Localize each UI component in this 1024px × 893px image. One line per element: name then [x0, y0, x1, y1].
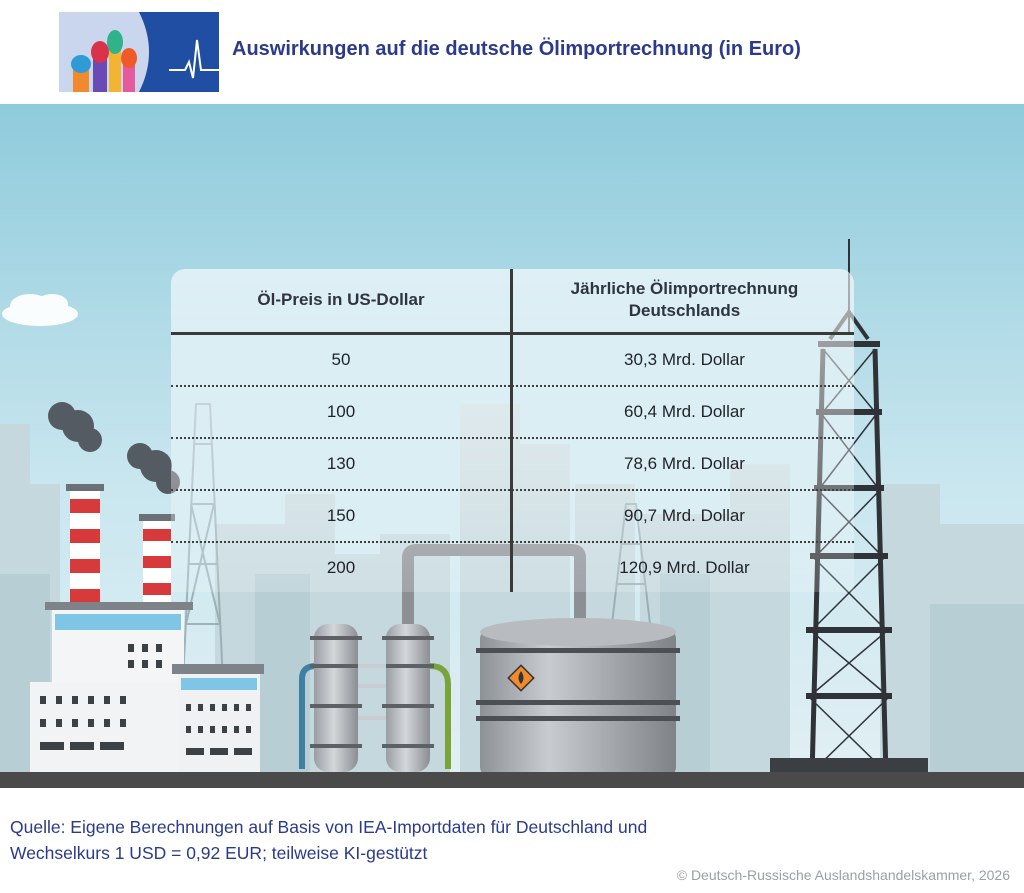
table-row: 50 30,3 Mrd. Dollar: [171, 335, 854, 387]
column-header-import-bill-line2: Deutschlands: [628, 301, 741, 320]
cell-import-bill: 90,7 Mrd. Dollar: [624, 506, 745, 525]
page-title: Auswirkungen auf die deutsche Ölimportre…: [232, 38, 801, 60]
cell-import-bill: 60,4 Mrd. Dollar: [624, 402, 745, 421]
logo-image: [59, 12, 219, 92]
cell-import-bill: 78,6 Mrd. Dollar: [624, 454, 745, 473]
table-row: 130 78,6 Mrd. Dollar: [171, 439, 854, 491]
table-row: 200 120,9 Mrd. Dollar: [171, 543, 854, 595]
cell-oil-price: 200: [326, 558, 356, 577]
flammable-sign-icon: [507, 664, 535, 692]
header-divider: [171, 332, 854, 335]
refinery-illustration: [299, 544, 680, 777]
industrial-scene: Öl-Preis in US-Dollar Jährliche Ölimport…: [0, 104, 1024, 788]
factory-illustration: [30, 602, 264, 772]
column-header-oil-price: Öl-Preis in US-Dollar: [257, 290, 425, 309]
source-line-2: Wechselkurs 1 USD = 0,92 EUR; teilweise …: [10, 843, 428, 863]
cell-import-bill: 120,9 Mrd. Dollar: [619, 558, 750, 577]
row-divider: [171, 489, 854, 491]
footer: Quelle: Eigene Berechnungen auf Basis vo…: [0, 788, 1024, 893]
column-divider: [510, 269, 513, 592]
column-header-import-bill-line1: Jährliche Ölimportrechnung: [570, 279, 799, 298]
source-note: Quelle: Eigene Berechnungen auf Basis vo…: [10, 814, 647, 866]
oil-price-table: Öl-Preis in US-Dollar Jährliche Ölimport…: [171, 269, 854, 592]
cell-oil-price: 150: [326, 506, 356, 525]
cell-oil-price: 100: [326, 402, 356, 421]
cell-import-bill: 30,3 Mrd. Dollar: [624, 350, 745, 369]
table-row: 100 60,4 Mrd. Dollar: [171, 387, 854, 439]
column-header-import-bill: Jährliche Ölimportrechnung Deutschlands: [515, 269, 854, 331]
table-row: 150 90,7 Mrd. Dollar: [171, 491, 854, 543]
row-divider: [171, 541, 854, 543]
source-line-1: Quelle: Eigene Berechnungen auf Basis vo…: [10, 817, 648, 837]
row-divider: [171, 385, 854, 387]
cell-oil-price: 130: [326, 454, 356, 473]
header: Auswirkungen auf die deutsche Ölimportre…: [0, 0, 1024, 104]
row-divider: [171, 437, 854, 439]
cell-oil-price: 50: [331, 350, 351, 369]
copyright-notice: © Deutsch-Russische Auslandshandelskamme…: [676, 867, 1010, 883]
